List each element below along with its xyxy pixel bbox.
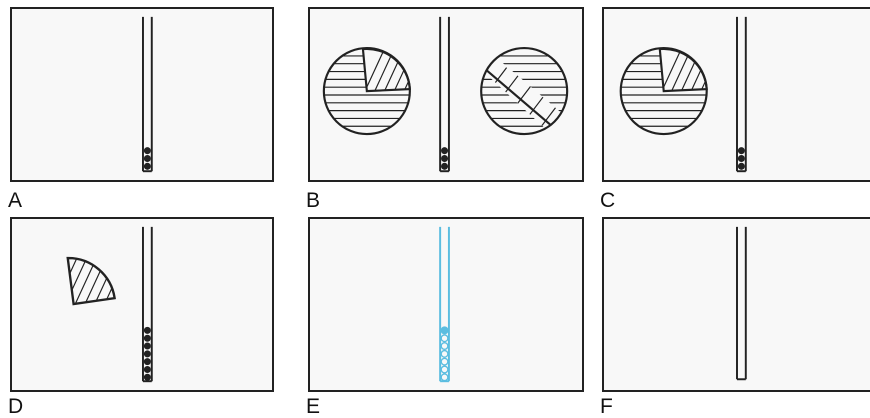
tube: [143, 227, 152, 381]
sector: [52, 248, 130, 312]
tube: [737, 227, 746, 379]
circle-with-band: [477, 48, 577, 146]
panel-label: A: [8, 190, 22, 211]
panel-c: [602, 7, 870, 182]
panel-a-drawing: [12, 9, 272, 180]
balls: [441, 327, 448, 381]
panel-e-drawing: [310, 219, 582, 390]
panel-label: C: [600, 190, 615, 211]
balls: [441, 147, 448, 170]
panel-f-drawing: [604, 219, 870, 390]
panel-a: [10, 7, 274, 182]
panel-d-drawing: [12, 219, 272, 390]
circle-with-sector: [311, 38, 428, 134]
balls: [144, 327, 151, 381]
panel-d: [10, 217, 274, 392]
panel-b: [308, 7, 584, 182]
balls: [738, 147, 745, 170]
circle-with-sector: [606, 38, 725, 134]
panel-e: [308, 217, 584, 392]
panel-b-drawing: [310, 9, 582, 180]
panel-label: B: [306, 190, 320, 211]
balls: [144, 147, 151, 170]
panel-f: [602, 217, 870, 392]
panel-c-drawing: [604, 9, 870, 180]
